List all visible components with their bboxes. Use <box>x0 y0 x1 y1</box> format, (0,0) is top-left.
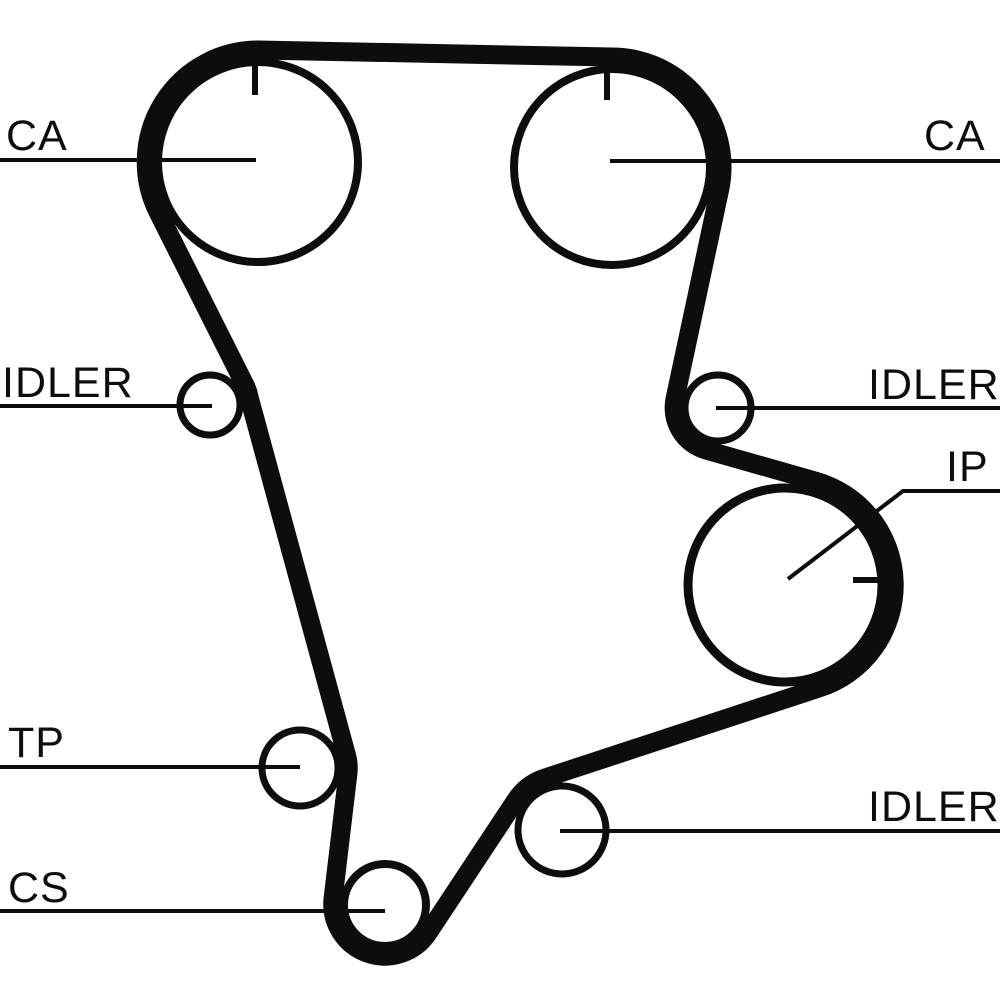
cs-pulley-circle <box>340 860 430 950</box>
pulley-ca-right: CA <box>510 60 1000 269</box>
cs-label: CS <box>8 864 70 912</box>
pulley-tp: TP <box>0 719 342 810</box>
idler-left-label: IDLER <box>2 359 134 407</box>
ca-right-pulley-circle <box>510 65 714 269</box>
pulley-ca-left: CA <box>0 55 362 266</box>
pulley-ip: IP <box>683 443 1000 687</box>
ca-right-label: CA <box>924 112 986 160</box>
ca-left-label: CA <box>6 112 68 160</box>
ip-pulley-circle <box>683 483 887 687</box>
pulley-idler-right: IDLER <box>681 361 1000 445</box>
pulley-cs: CS <box>0 860 430 950</box>
ip-label-line <box>786 489 1000 581</box>
idler-bottom-label: IDLER <box>868 783 1000 831</box>
timing-belt <box>136 40 904 966</box>
ip-label: IP <box>946 443 989 491</box>
pulley-idler-left: IDLER <box>0 359 244 439</box>
idler-right-label: IDLER <box>868 361 1000 409</box>
tp-label: TP <box>8 719 65 767</box>
pulley-idler-bottom: IDLER <box>514 782 1000 878</box>
